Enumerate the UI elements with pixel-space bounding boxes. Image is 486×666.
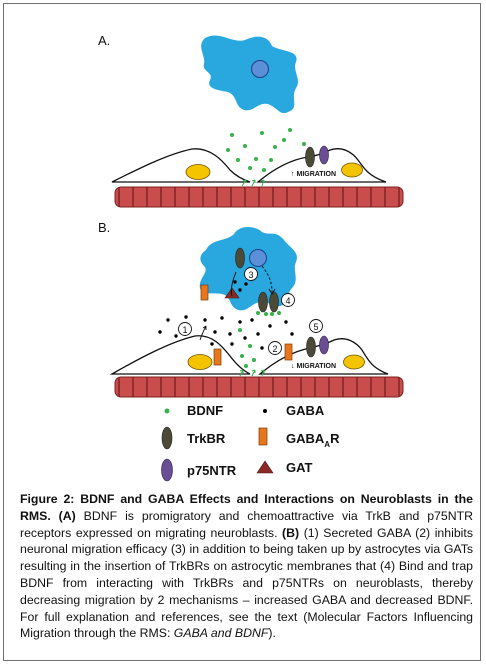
figure-illustration: A. ↑MIGRATION [98, 33, 404, 482]
legend-trkbr-icon [161, 426, 173, 450]
step-5-label: 5 [313, 322, 318, 332]
step-5-marker [309, 319, 323, 333]
panel-b-label: B. [98, 220, 110, 235]
step-4-marker [281, 293, 295, 307]
step-1-marker [178, 322, 192, 336]
legend-trkbr-label: TrkBR [187, 431, 226, 446]
caption-a-tag: (A) [58, 508, 76, 523]
legend-gaba: GABA [263, 403, 325, 418]
legend-gaba-label: GABA [286, 403, 325, 418]
gabaa-receptor-neuroblast-left [213, 348, 222, 366]
bdnf-dots-b [238, 328, 256, 368]
trapped-bdnf-dots [256, 311, 281, 316]
figure-caption: Figure 2: BDNF and GABA Effects and Inte… [20, 491, 473, 642]
step-3-label: 3 [248, 270, 253, 280]
gaba-uptake-arrow [230, 271, 237, 297]
panel-a-label: A. [98, 33, 110, 48]
neuroblast-b-left-nucleus [187, 354, 213, 370]
legend: BDNF GABA TrkBR GABAAR p75NTR GAT [161, 403, 340, 482]
legend-gabaar-label: GABAAR [286, 431, 340, 449]
trkbr-insertion-arrow [261, 265, 273, 293]
trkbr-receptor-b [306, 336, 316, 358]
caption-b-tag: (B) [282, 525, 300, 540]
legend-p75ntr-icon [161, 458, 173, 482]
neuroblast-a-left-nucleus [185, 164, 211, 180]
legend-gabaar: GABAAR [258, 427, 340, 449]
legend-gaba-dot-icon [263, 409, 267, 413]
neuroblast-b-right-nucleus [343, 354, 365, 370]
panel-a: A. ↑MIGRATION [98, 33, 404, 208]
migration-b-label: ↓MIGRATION [291, 363, 336, 370]
caption-reference-italic: GABA and BDNF [173, 626, 269, 641]
legend-bdnf-label: BDNF [187, 403, 223, 418]
p75ntr-receptor-a [319, 145, 329, 165]
gaba-dots-astrocyte [233, 280, 248, 292]
neuroblast-b-left [109, 335, 251, 375]
neuroblast-a-left [111, 148, 251, 183]
bdnf-dots-a [226, 128, 306, 172]
gabaa-receptor-neuroblast-right [284, 343, 293, 361]
gabaa-receptor-astrocyte [200, 284, 209, 301]
gaba-dots-b [158, 315, 294, 350]
legend-gabaar-icon [258, 427, 268, 446]
astrocyte-a-nucleus [251, 60, 269, 78]
step-3-marker [244, 267, 258, 281]
trkbr-receptor-astrocyte-inner [235, 247, 245, 269]
step-4-label: 4 [285, 296, 290, 306]
trkbr-receptor-a [305, 146, 315, 168]
gat-transporter [224, 287, 240, 299]
legend-p75ntr-label: p75NTR [187, 463, 237, 478]
legend-bdnf-dot-icon [164, 408, 170, 414]
caption-title: BDNF and GABA Effects and Interactions o… [20, 492, 473, 523]
step-1-label: 1 [182, 325, 187, 335]
blood-vessel-b [114, 376, 404, 398]
astrocyte-b-nucleus [249, 249, 267, 267]
migration-a-label: ↑MIGRATION [291, 171, 336, 178]
trkbr-receptor-astrocyte-1 [258, 291, 268, 313]
caption-reference-end: ). [268, 626, 276, 641]
figure-frame [3, 3, 481, 661]
trkbr-insertion-arrowhead [268, 288, 276, 295]
neuroblast-a-right-nucleus [341, 162, 363, 178]
step-2-marker [268, 341, 282, 355]
chemoattraction-arrows-b [239, 369, 265, 377]
trkbr-receptor-astrocyte-2 [269, 291, 279, 313]
blood-vessel-a [114, 186, 404, 208]
chemoattraction-arrows-a [241, 179, 265, 187]
legend-gat: GAT [256, 460, 313, 475]
legend-gat-label: GAT [286, 460, 313, 475]
caption-figure-label: Figure 2: [20, 492, 75, 506]
gaba-secretion-arrow [199, 325, 207, 341]
legend-gat-icon [256, 460, 274, 474]
legend-p75ntr: p75NTR [161, 458, 237, 482]
panel-b: B. 3 4 [98, 220, 404, 398]
astrocyte-a [201, 35, 298, 114]
p75ntr-receptor-b [319, 335, 329, 355]
legend-trkbr: TrkBR [161, 426, 226, 450]
legend-bdnf: BDNF [164, 403, 223, 418]
caption-b-text: (1) Secreted GABA (2) inhibits neuronal … [20, 525, 473, 641]
caption-a-text: BDNF is promigratory and chemoattractive… [20, 508, 473, 540]
step-2-label: 2 [272, 344, 277, 354]
